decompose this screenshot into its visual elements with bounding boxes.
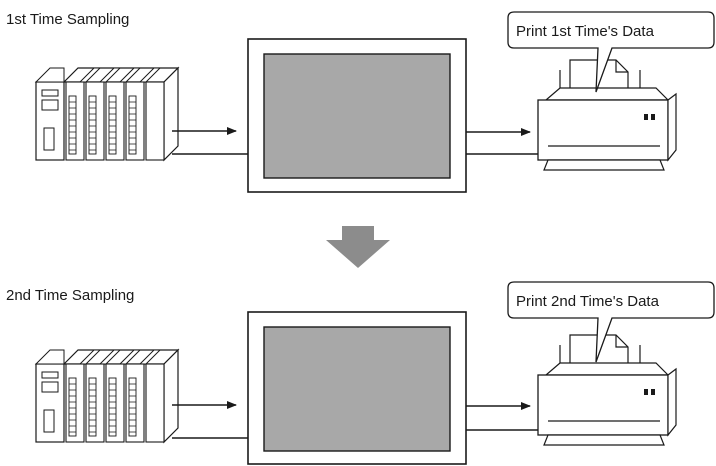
display-panel-icon xyxy=(247,311,467,465)
display-panel-icon xyxy=(247,38,467,193)
printer-icon xyxy=(537,59,677,171)
stage-2-title: 2nd Time Sampling xyxy=(6,287,134,304)
callout-bubble: Print 1st Time's Data xyxy=(507,11,715,93)
stage-1: 1st Time Sampling Print 1st Time's Data xyxy=(6,11,715,193)
down-arrow-icon xyxy=(326,226,390,268)
arrow-plc-to-display xyxy=(172,401,248,439)
arrow-display-to-printer xyxy=(466,128,538,155)
arrow-display-to-printer xyxy=(466,402,538,431)
plc-icon xyxy=(35,67,179,161)
callout-text: Print 1st Time's Data xyxy=(516,23,655,40)
printer-icon xyxy=(537,334,677,446)
stage-1-title: 1st Time Sampling xyxy=(6,11,129,28)
callout-bubble: Print 2nd Time's Data xyxy=(507,281,715,363)
callout-text: Print 2nd Time's Data xyxy=(516,293,660,310)
stage-2: 2nd Time Sampling Print 2nd Time's Data xyxy=(6,281,715,465)
plc-icon xyxy=(35,349,179,443)
arrow-plc-to-display xyxy=(172,127,248,155)
